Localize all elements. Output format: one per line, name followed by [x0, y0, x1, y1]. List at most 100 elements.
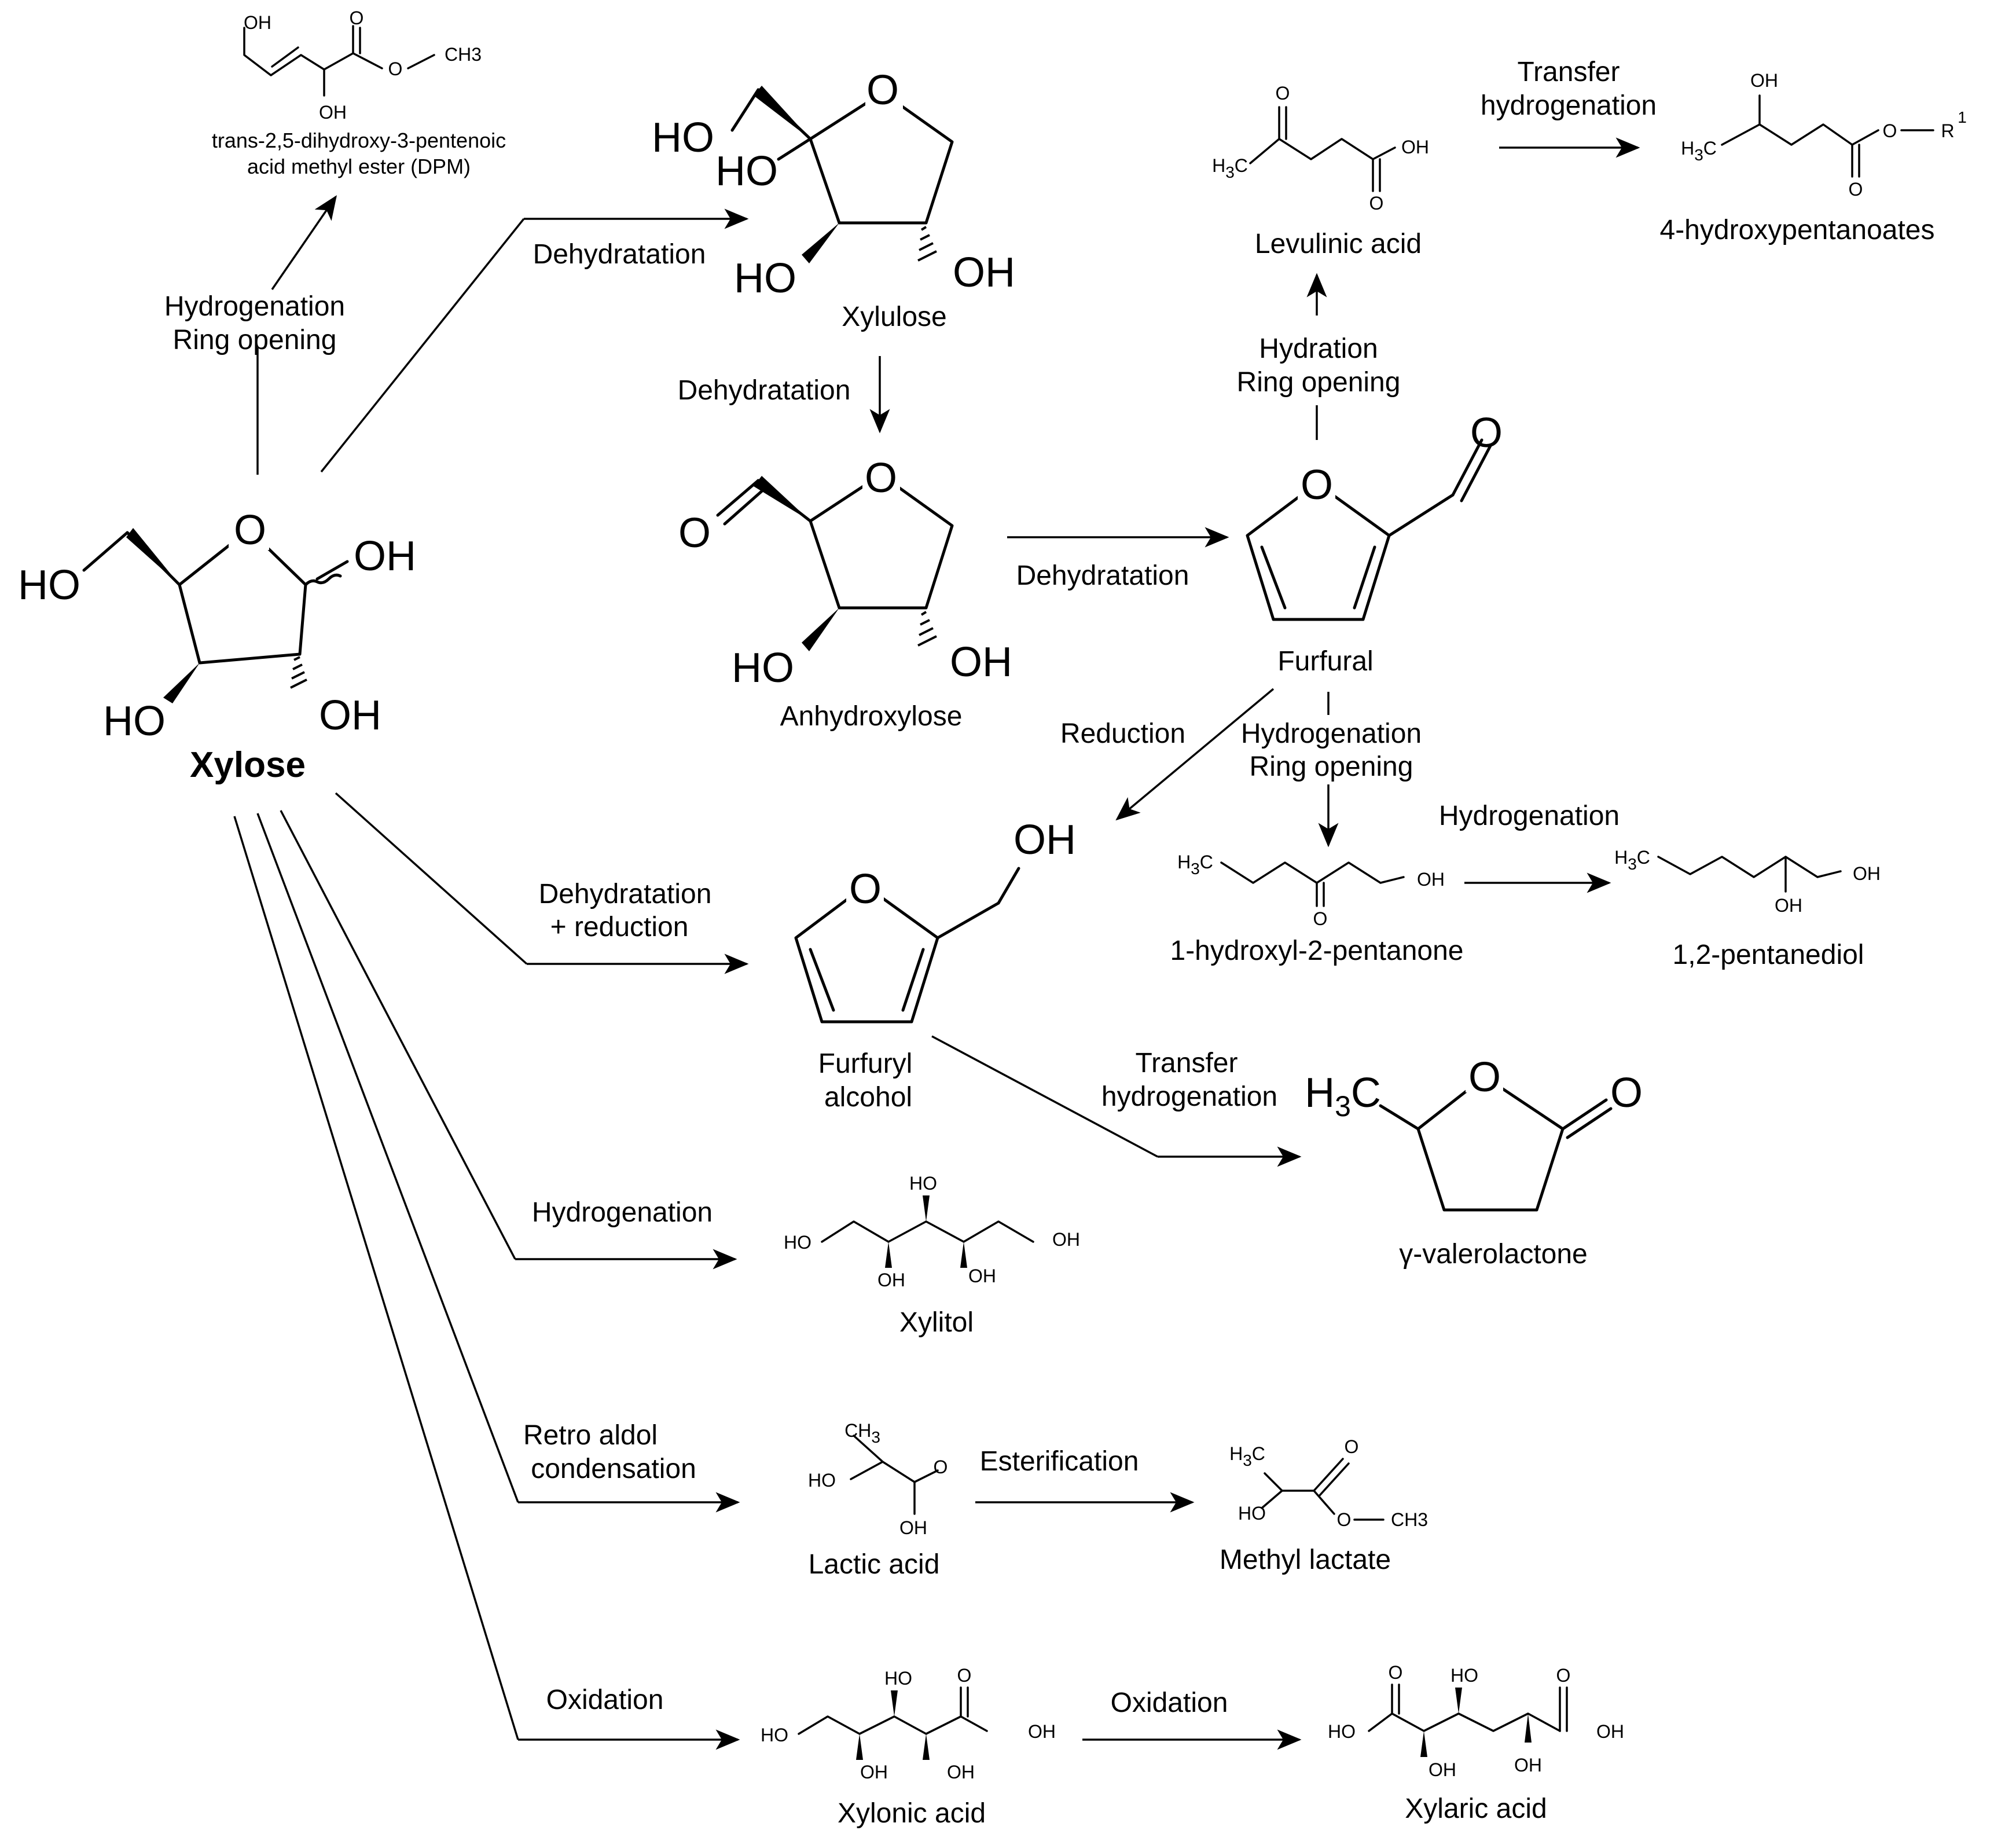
gvl-structure [1379, 1055, 1613, 1212]
xylaric-oh-c2: OH [1429, 1759, 1456, 1780]
xylulose-ring-oxygen: O [866, 67, 899, 113]
pentanone-carbonyl-o: O [1313, 908, 1328, 929]
xylonic-acid-label: Xylonic acid [838, 1798, 986, 1829]
reaction-reduction: Reduction [1060, 718, 1185, 749]
anhydroxylose-carbonyl-o: O [678, 510, 711, 556]
hydroxypentanoates-r: R [1941, 120, 1954, 141]
xylulose-label: Xylulose [842, 302, 946, 332]
furfural-carbonyl-o: O [1470, 410, 1503, 456]
reaction-hydration-line2: Ring opening [1237, 367, 1401, 398]
pentanone-h3c: H3C [1177, 852, 1213, 878]
arrow-furfuryl-diag [931, 1035, 1158, 1158]
xylaric-oh-c4: OH [1514, 1755, 1542, 1776]
reaction-transfer-gvl-line2: hydrogenation [1101, 1081, 1277, 1112]
xylitol-oh-c4: OH [968, 1266, 996, 1286]
arrow-xylose-diag-xylonic [233, 816, 519, 1740]
arrow-xylose-to-dpm [271, 195, 337, 290]
xylaric-carbonyl-o-right: O [1556, 1665, 1571, 1686]
anhydroxylose-structure [716, 454, 954, 651]
xylaric-oh-acid-right: OH [1596, 1721, 1624, 1742]
xylonic-oh-c2: OH [947, 1762, 975, 1782]
xylulose-ho-ch2: HO [652, 115, 714, 161]
xylose-oh-anomeric: OH [354, 533, 416, 579]
pentanediol-h3c: H3C [1614, 847, 1650, 873]
gvl-label: γ-valerolactone [1399, 1239, 1588, 1270]
anhydroxylose-oh-c4: OH [950, 639, 1012, 685]
hydroxypentanoates-h3c: H3C [1681, 138, 1717, 164]
levulinic-oh: OH [1401, 137, 1429, 157]
xylaric-acid-structure [1368, 1683, 1568, 1757]
reaction-furfural-hydrog-line2: Ring opening [1250, 751, 1413, 782]
gvl-h3c: H3C [1305, 1070, 1381, 1123]
methyl-lactate-structure [1261, 1458, 1385, 1521]
reaction-transfer-gvl-line1: Transfer [1136, 1048, 1238, 1079]
dpm-structure [243, 25, 435, 97]
levulinic-acid-structure [1249, 106, 1396, 192]
furfuryl-alcohol-label-line1: Furfuryl [818, 1048, 913, 1079]
dpm-ester-o: O [388, 58, 403, 79]
xylonic-oh-acid: OH [1028, 1721, 1056, 1742]
pentanone-oh: OH [1417, 869, 1445, 890]
hydroxypentanoates-structure [1721, 94, 1934, 178]
levulinic-ketone-o: O [1276, 83, 1290, 104]
reaction-transfer-top-line2: hydrogenation [1481, 90, 1657, 121]
reaction-dehyd-furfural: Dehydratation [1016, 560, 1189, 591]
reaction-hydrog-ring-line1: Hydrogenation [164, 291, 345, 322]
hydroxypentanoates-r-sup: 1 [1958, 108, 1967, 126]
anhydroxylose-ring-oxygen: O [865, 455, 897, 501]
lactic-acid-label: Lactic acid [809, 1549, 940, 1580]
reaction-furfural-hydrog-line1: Hydrogenation [1241, 718, 1422, 749]
xylitol-ho-c3: HO [909, 1173, 937, 1194]
lactic-acid-structure [850, 1435, 939, 1515]
xylitol-oh-c2: OH [877, 1270, 905, 1290]
hydroxypentanoates-ester-o: O [1883, 120, 1897, 141]
pentanediol-oh-terminal: OH [1853, 863, 1881, 884]
xylaric-ho-acid-left: HO [1328, 1721, 1356, 1742]
arrow-xylose-diag-up [320, 218, 525, 473]
xylulose-ho-c3: HO [734, 255, 796, 302]
methyl-lactate-label: Methyl lactate [1220, 1545, 1391, 1575]
levulinic-acid-label: Levulinic acid [1255, 229, 1422, 259]
dpm-carbonyl-o: O [350, 8, 364, 28]
anhydroxylose-label: Anhydroxylose [780, 701, 963, 732]
methyl-lactate-h3c: H3C [1229, 1443, 1265, 1469]
xylitol-ho-c1: HO [784, 1232, 811, 1253]
hydroxyl-pentanone-label: 1-hydroxyl-2-pentanone [1170, 936, 1464, 966]
dpm-oh-top: OH [244, 12, 271, 33]
gvl-ring-oxygen: O [1468, 1054, 1501, 1101]
xylaric-carbonyl-o-left: O [1389, 1662, 1403, 1683]
reaction-pentanone-hydrog: Hydrogenation [1439, 801, 1620, 831]
xylose-ring-oxygen: O [234, 507, 266, 553]
reaction-dehyd-xylulose: Dehydratation [533, 239, 706, 270]
xylitol-label: Xylitol [899, 1307, 974, 1338]
xylitol-structure [821, 1195, 1034, 1268]
levulinic-h3c: H3C [1212, 155, 1248, 181]
xylose-structure [82, 509, 349, 703]
reaction-retro-line2: condensation [531, 1454, 696, 1484]
reaction-hydrog-xylitol: Hydrogenation [532, 1197, 713, 1228]
dpm-oh-bottom: OH [319, 102, 347, 123]
hydroxypentanoates-carbonyl-o: O [1849, 179, 1863, 200]
hydroxypentanoates-oh: OH [1750, 70, 1778, 91]
xylonic-carbonyl-o: O [957, 1665, 972, 1686]
furfural-label: Furfural [1277, 646, 1373, 677]
arrow-xylose-diag-lactic [256, 813, 519, 1503]
furfural-structure [1246, 438, 1492, 621]
gvl-carbonyl-o: O [1610, 1070, 1643, 1116]
methyl-lactate-ester-o: O [1337, 1509, 1352, 1530]
reaction-dehyd-anhydro: Dehydratation [678, 375, 851, 406]
furfural-ring-oxygen: O [1301, 462, 1333, 508]
xylonic-oh-c4: OH [860, 1762, 888, 1782]
methyl-lactate-ho: HO [1238, 1503, 1266, 1524]
hydroxyl-pentanone-structure [1220, 861, 1405, 907]
dpm-name-line1: trans-2,5-dihydroxy-3-pentenoic [212, 129, 506, 152]
start-compound-label: Xylose [190, 745, 306, 785]
reaction-hydrog-ring-line2: Ring opening [173, 325, 337, 355]
reaction-transfer-top-line1: Transfer [1518, 57, 1620, 87]
methyl-lactate-ch3: CH3 [1391, 1509, 1428, 1530]
xylulose-structure [730, 72, 954, 263]
methyl-lactate-carbonyl-o: O [1345, 1436, 1359, 1457]
xylitol-oh-c5: OH [1052, 1229, 1080, 1250]
